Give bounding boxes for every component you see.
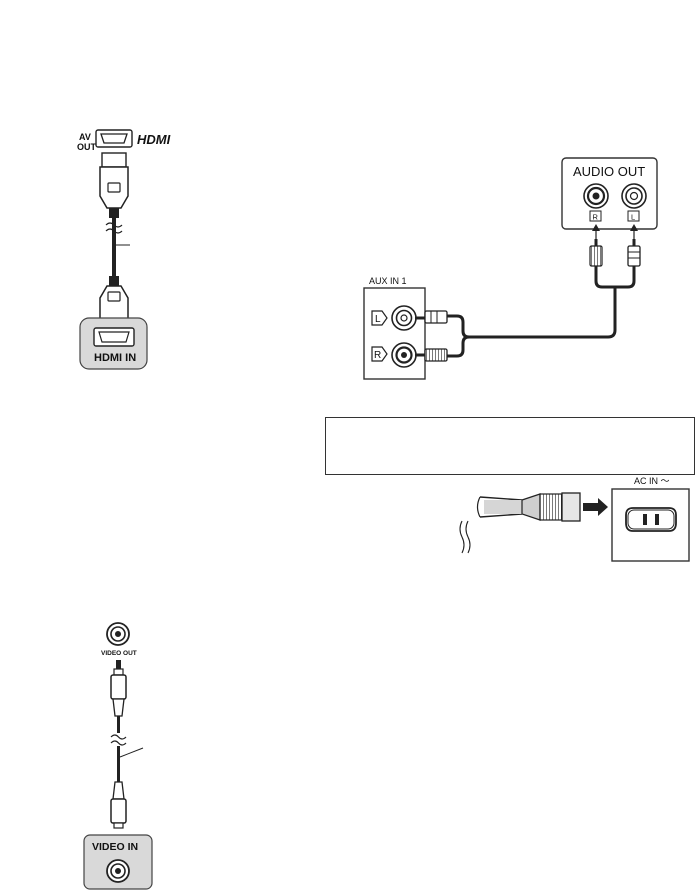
insert-arrow-icon [583,498,608,516]
audio-out-panel: AUDIO OUT R L [561,157,658,230]
aux-r-tag: R [374,350,381,361]
power-plug-icon [521,492,581,522]
power-connection: AC IN ～ [459,476,690,562]
audio-out-r-tag: R [593,213,599,222]
hdmi-cable [105,218,130,276]
aux-jack-left-icon [391,305,417,331]
audio-cable [447,266,636,358]
audio-out-l-tag: L [631,213,635,222]
hdmi-source-port-icon [95,129,133,148]
hdmi-cable-plug-top-icon [99,152,129,218]
video-out-label: VIDEO OUT [101,650,137,657]
audio-out-label: AUDIO OUT [573,164,645,179]
video-cable [110,716,144,782]
ac-in-label: AC IN ～ [634,476,670,486]
audio-out-jack-left-icon [621,183,647,209]
power-cord [459,496,523,554]
audio-connection: AUDIO OUT R L [363,157,658,380]
hdmi-logo: HDMI [137,132,171,147]
aux-l-tag: L [375,314,381,325]
video-connection: VIDEO OUT VIDEO IN [83,622,153,890]
aux-in-label: AUX IN 1 [369,276,407,286]
notice-text [326,418,694,434]
notice-box [325,417,695,475]
aux-l-tag-icon: L [371,310,388,326]
ac-in-panel: AC IN ～ [611,476,690,562]
aux-r-tag-icon: R [371,346,388,362]
audio-plugs-upper-icon [589,224,641,267]
av-out-label-line2: OUT [77,142,97,152]
hdmi-in-label: HDMI IN [94,352,136,364]
audio-out-jack-right-icon [583,183,609,209]
video-cable-plug-top-icon [110,660,127,717]
audio-plugs-lower-icon [415,310,448,362]
video-cable-plug-bottom-icon [110,781,127,829]
hdmi-connection: AV OUT HDMI [77,129,171,370]
video-out-jack-icon [106,622,130,646]
aux-jack-right-icon [391,342,417,368]
video-in-label: VIDEO IN [92,841,138,853]
tv-video-in-panel: VIDEO IN [83,834,153,890]
aux-in-panel: AUX IN 1 L R [363,276,426,380]
tv-hdmi-in-panel: HDMI IN [79,317,148,370]
av-out-label-line1: AV [79,132,91,142]
